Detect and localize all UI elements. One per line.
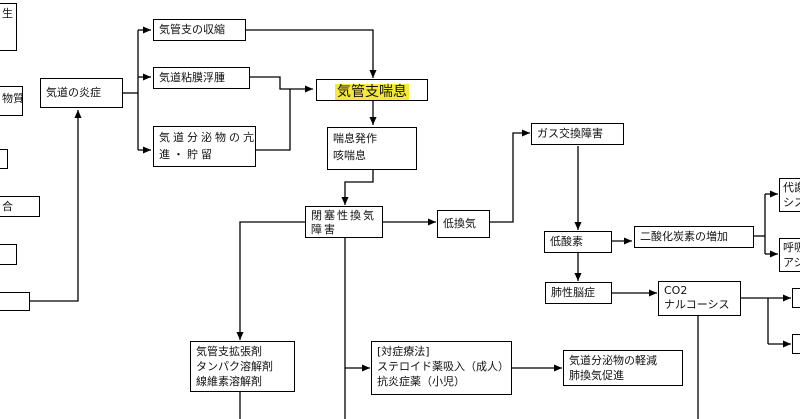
- bronchial-asthma-node: 気管支喘息: [316, 79, 428, 101]
- right-bottom-box-2: [792, 334, 800, 354]
- left-box-5: [0, 244, 17, 265]
- obstructive-ventilation-node: 閉塞性換気 障害: [305, 206, 383, 238]
- co2-narcosis-node: CO2 ナルコーシス: [658, 281, 741, 316]
- bronchial-constriction-node: 気管支の収縮: [153, 19, 246, 41]
- symptomatic-therapy-node: [対症療法] ステロイド薬吸入（成人） 抗炎症薬（小児）: [371, 341, 512, 395]
- gas-exchange-node: ガス交換障害: [531, 123, 624, 145]
- co2-increase-node: 二酸化炭素の増加: [634, 226, 754, 248]
- secretion-reduction-node: 気道分泌物の軽減 肺換気促進: [563, 350, 683, 386]
- left-box-3: [0, 149, 8, 169]
- bronchodilator-node: 気管支拡張剤 タンパク溶解剤 線維素溶解剤: [190, 341, 295, 392]
- secretion-increase-node: 気道分泌物の亢 進・貯留: [153, 126, 256, 167]
- metabolic-node: 代謝 シス: [779, 178, 800, 212]
- hypoxemia-node: 低酸素: [544, 231, 612, 253]
- pulmonary-encephalopathy-node: 肺性脳症: [545, 282, 612, 304]
- mucosal-edema-node: 気道粘膜浮腫: [153, 67, 250, 89]
- right-bottom-box-1: [792, 288, 800, 308]
- left-box-1: 生: [0, 3, 17, 51]
- left-box-4: 合: [0, 196, 40, 217]
- left-box-6: [0, 292, 30, 311]
- airway-inflammation-node: 気道の炎症: [40, 78, 123, 108]
- left-box-2: 物質: [0, 86, 23, 116]
- asthma-attack-node: 喘息発作 咳喘息: [327, 127, 417, 170]
- respiratory-node: 呼吸 アシ: [779, 238, 800, 272]
- bronchial-asthma-label: 気管支喘息: [335, 84, 409, 100]
- hypoventilation-node: 低換気: [437, 210, 490, 238]
